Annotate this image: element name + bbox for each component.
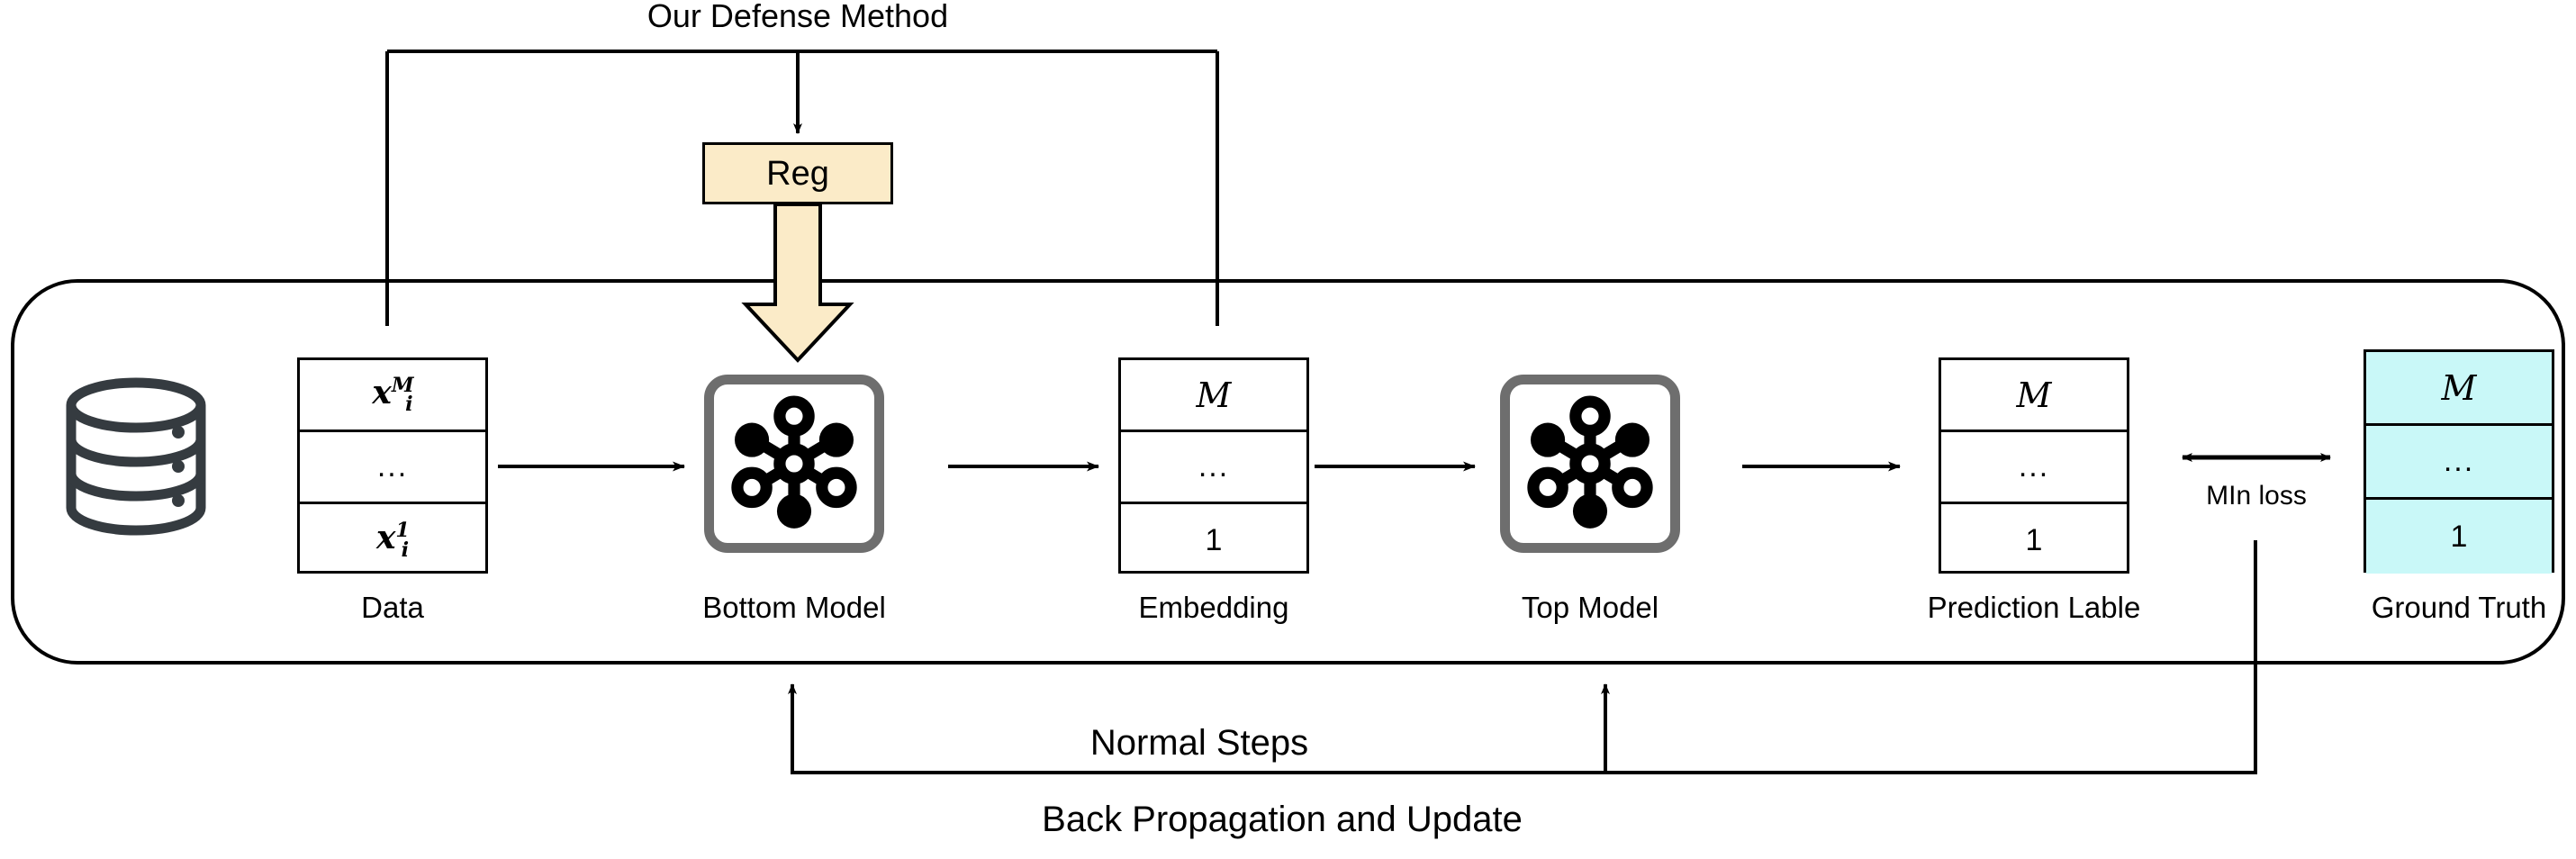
embedding-cell-top: M xyxy=(1121,360,1306,432)
reg-box-label: Reg xyxy=(766,154,829,193)
embedding-cell-bottom: 1 xyxy=(1205,522,1223,557)
prediction-table: M ... 1 xyxy=(1939,357,2129,574)
embedding-table: M ... 1 xyxy=(1118,357,1309,574)
ground-truth-cell-top: M xyxy=(2366,352,2552,426)
embedding-cell-mid: ... xyxy=(1121,432,1306,504)
data-cell-bottom: x1i xyxy=(375,519,410,562)
bottom-model-box[interactable] xyxy=(704,375,884,553)
ground-truth-caption: Ground Truth xyxy=(2371,591,2547,624)
reg-block-arrow xyxy=(741,203,854,363)
reg-box[interactable]: Reg xyxy=(702,142,893,204)
data-cell-top: xMi xyxy=(300,360,485,432)
data-table: xMi ... x1i xyxy=(297,357,488,574)
bottom-model-caption: Bottom Model xyxy=(702,591,886,624)
data-cell-top-sup: M xyxy=(391,373,414,397)
prediction-cell-bottom: 1 xyxy=(2025,522,2043,557)
top-model-box[interactable] xyxy=(1500,375,1680,553)
database-cylinder-icon xyxy=(52,376,220,537)
prediction-cell-top: M xyxy=(1941,360,2127,432)
prediction-cell-mid: ... xyxy=(1941,432,2127,504)
ground-truth-cell-mid: ... xyxy=(2366,426,2552,500)
defense-method-title: Our Defense Method xyxy=(646,0,949,34)
data-cell-bottom-sup: 1 xyxy=(395,519,410,543)
embedding-caption: Embedding xyxy=(1138,591,1289,624)
normal-steps-label: Normal Steps xyxy=(1089,723,1309,763)
back-propagation-label: Back Propagation and Update xyxy=(1042,800,1523,839)
data-caption: Data xyxy=(361,591,424,624)
data-cell-top-sub: i xyxy=(405,393,413,417)
min-loss-label: MIn loss xyxy=(2206,481,2307,511)
data-cell-mid: ... xyxy=(300,432,485,504)
ground-truth-table: M ... 1 xyxy=(2364,349,2554,574)
top-model-caption: Top Model xyxy=(1521,591,1659,624)
prediction-caption: Prediction Lable xyxy=(1927,591,2141,624)
ground-truth-cell-bottom: 1 xyxy=(2366,500,2552,574)
data-cell-bottom-sub: i xyxy=(401,538,410,562)
